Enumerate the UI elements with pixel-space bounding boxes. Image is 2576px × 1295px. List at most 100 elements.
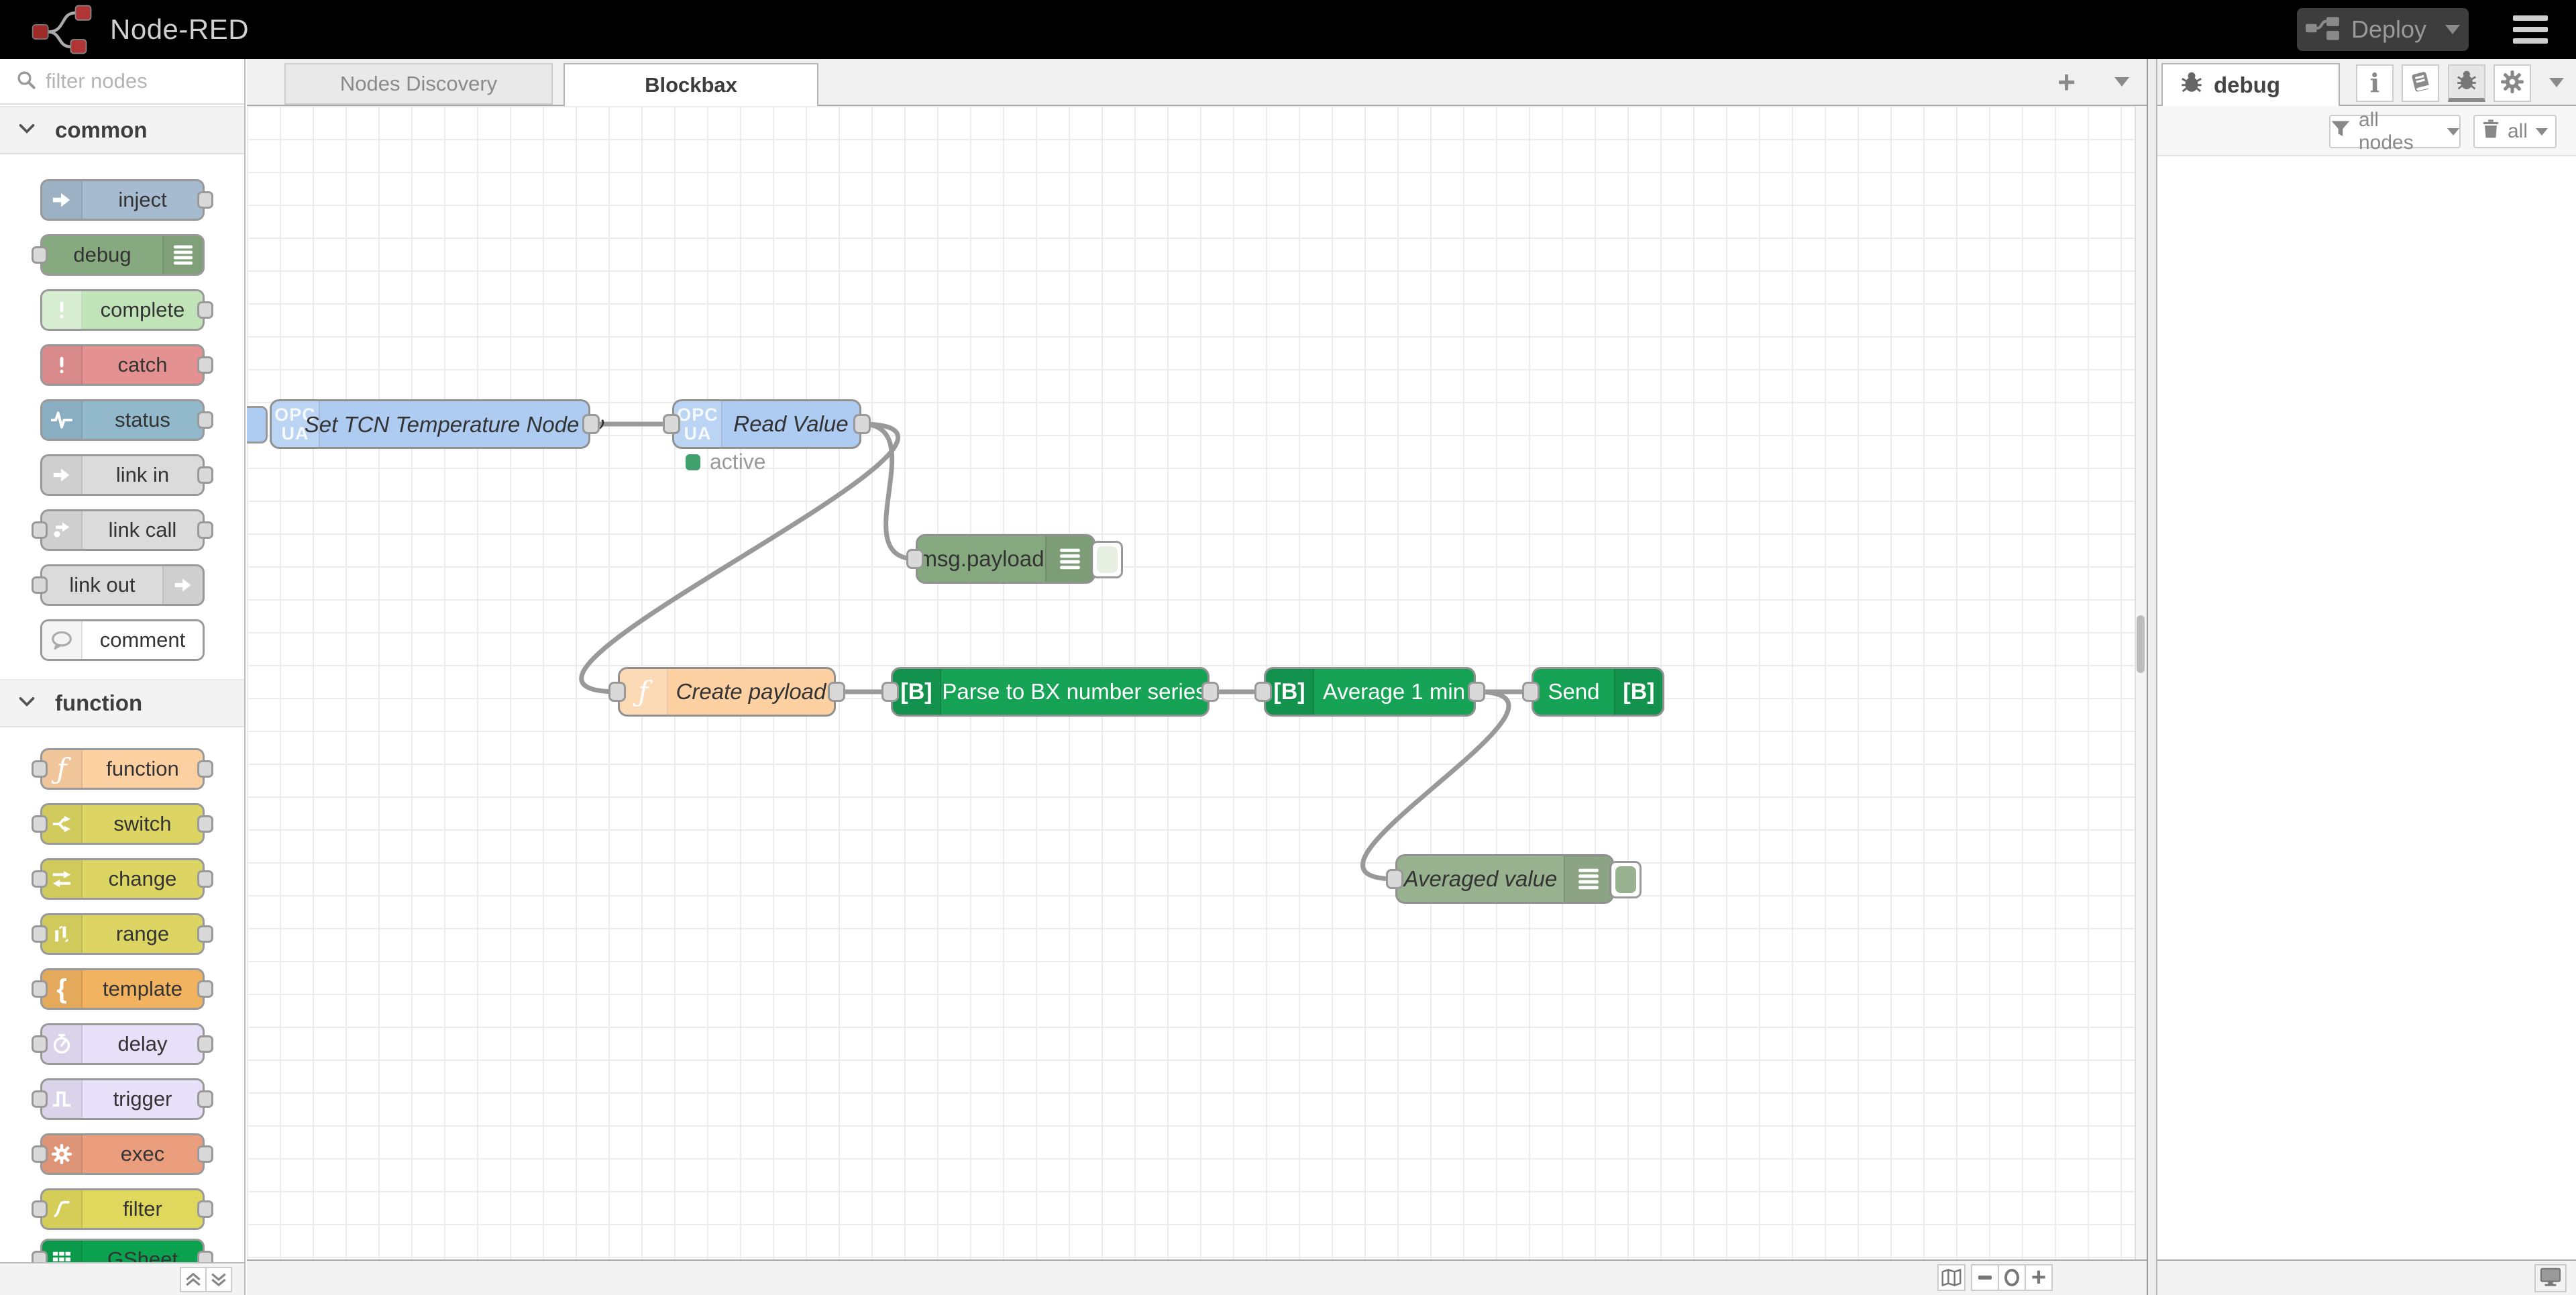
output-port[interactable]	[197, 1145, 213, 1163]
input-port[interactable]	[32, 576, 48, 594]
input-port[interactable]	[32, 246, 48, 264]
zoom-out-button[interactable]	[1971, 1264, 1999, 1291]
output-port[interactable]	[582, 414, 600, 434]
palette-node-gsheet[interactable]: GSheet	[32, 1239, 213, 1262]
output-port[interactable]	[197, 466, 213, 484]
debug-toggle-button[interactable]	[1609, 861, 1642, 898]
zoom-in-button[interactable]: +	[2025, 1264, 2053, 1291]
output-port[interactable]	[197, 356, 213, 374]
sidebar-debug-button[interactable]	[2448, 64, 2485, 102]
tab-nodes-discovery[interactable]: Nodes Discovery	[284, 63, 553, 105]
palette-scroll-area[interactable]: common inject debug complete	[0, 106, 244, 1262]
output-port[interactable]	[197, 1200, 213, 1218]
palette-node-switch[interactable]: switch	[32, 803, 213, 845]
add-flow-button[interactable]: +	[2057, 64, 2076, 99]
palette-node-change[interactable]: change	[32, 858, 213, 900]
palette-node-complete[interactable]: complete	[40, 289, 213, 331]
output-port[interactable]	[197, 815, 213, 833]
input-port[interactable]	[32, 1035, 48, 1053]
input-port[interactable]	[32, 925, 48, 943]
debug-clear-button[interactable]: all	[2473, 115, 2557, 148]
input-port[interactable]	[906, 549, 924, 569]
deploy-button[interactable]: Deploy	[2297, 8, 2469, 51]
palette-node-link-out[interactable]: link out	[32, 564, 205, 606]
input-port[interactable]	[1386, 869, 1403, 889]
sidebar-resize-handle[interactable]	[2147, 59, 2157, 1295]
palette-expand-button[interactable]	[205, 1267, 232, 1292]
main-menu-button[interactable]	[2513, 15, 2548, 44]
sidebar-menu-caret-icon[interactable]	[2549, 78, 2564, 87]
output-port[interactable]	[197, 1035, 213, 1053]
tab-blockbax[interactable]: Blockbax	[564, 63, 818, 106]
input-port[interactable]	[32, 1251, 48, 1262]
output-port[interactable]	[197, 760, 213, 778]
flow-node-create-payload[interactable]: ƒ Create payload	[608, 667, 845, 717]
palette-node-comment[interactable]: comment	[40, 619, 205, 661]
input-port[interactable]	[32, 870, 48, 888]
sidebar-tab-debug[interactable]: debug	[2161, 63, 2340, 106]
palette-category-common[interactable]: common	[0, 106, 244, 154]
input-port[interactable]	[32, 760, 48, 778]
palette-search[interactable]	[0, 59, 244, 105]
deploy-caret-icon[interactable]	[2445, 25, 2461, 34]
input-port[interactable]	[608, 682, 626, 702]
input-port[interactable]	[1254, 682, 1272, 702]
palette-category-function[interactable]: function	[0, 679, 244, 727]
output-port[interactable]	[197, 980, 213, 998]
input-port[interactable]	[32, 1145, 48, 1163]
output-port[interactable]	[197, 1090, 213, 1108]
flow-list-caret-icon[interactable]	[2114, 77, 2129, 87]
flow-node-parse-bx-series[interactable]: [B] Parse to BX number series	[881, 667, 1219, 717]
sidebar-config-button[interactable]	[2493, 64, 2531, 102]
debug-message-list[interactable]	[2157, 158, 2576, 1259]
input-port[interactable]	[32, 1200, 48, 1218]
input-port[interactable]	[1522, 682, 1540, 702]
palette-node-template[interactable]: { template	[32, 968, 213, 1010]
flow-node-msg-payload-debug[interactable]: msg.payload	[906, 534, 1123, 584]
input-port[interactable]	[32, 521, 48, 539]
palette-node-link-call[interactable]: link call	[32, 509, 213, 551]
canvas-scrollbar-thumb[interactable]	[2137, 615, 2145, 673]
palette-node-exec[interactable]: exec	[32, 1133, 213, 1175]
palette-node-range[interactable]: range	[32, 913, 213, 955]
palette-node-catch[interactable]: catch	[40, 344, 213, 386]
open-in-window-button[interactable]	[2534, 1264, 2567, 1292]
palette-node-inject[interactable]: inject	[40, 179, 213, 221]
zoom-reset-button[interactable]	[1998, 1264, 2026, 1291]
palette-node-filter[interactable]: filter	[32, 1188, 213, 1230]
output-port[interactable]	[197, 870, 213, 888]
output-port[interactable]	[828, 682, 845, 702]
debug-toggle-button[interactable]	[1091, 541, 1123, 578]
input-port[interactable]	[663, 414, 680, 434]
flow-node-send[interactable]: [B] Send	[1522, 667, 1664, 717]
palette-node-trigger[interactable]: trigger	[32, 1078, 213, 1120]
palette-node-function[interactable]: ƒ function	[32, 748, 213, 790]
debug-filter-button[interactable]: all nodes	[2329, 109, 2461, 154]
output-port[interactable]	[197, 301, 213, 319]
palette-collapse-button[interactable]	[180, 1267, 207, 1292]
flow-node-average-1-min[interactable]: [B] Average 1 min	[1254, 667, 1485, 717]
output-port[interactable]	[1468, 682, 1485, 702]
flow-node-averaged-value-debug[interactable]: Averaged value	[1386, 854, 1642, 904]
output-port[interactable]	[197, 1251, 213, 1262]
palette-node-debug[interactable]: debug	[32, 234, 205, 276]
navigator-toggle-button[interactable]	[1937, 1264, 1966, 1291]
input-port[interactable]	[32, 1090, 48, 1108]
output-port[interactable]	[853, 414, 871, 434]
input-port[interactable]	[32, 980, 48, 998]
inject-trigger-button[interactable]	[247, 406, 268, 444]
palette-filter-input[interactable]	[46, 69, 207, 93]
sidebar-help-button[interactable]	[2402, 64, 2439, 102]
output-port[interactable]	[197, 191, 213, 209]
output-port[interactable]	[197, 521, 213, 539]
output-port[interactable]	[1201, 682, 1219, 702]
sidebar-info-button[interactable]: i	[2356, 64, 2394, 102]
palette-node-link-in[interactable]: link in	[40, 454, 213, 496]
palette-node-delay[interactable]: delay	[32, 1023, 213, 1065]
palette-node-status[interactable]: status	[40, 399, 213, 441]
canvas-vertical-scrollbar[interactable]	[2135, 106, 2147, 1259]
output-port[interactable]	[197, 411, 213, 429]
input-port[interactable]	[881, 682, 899, 702]
